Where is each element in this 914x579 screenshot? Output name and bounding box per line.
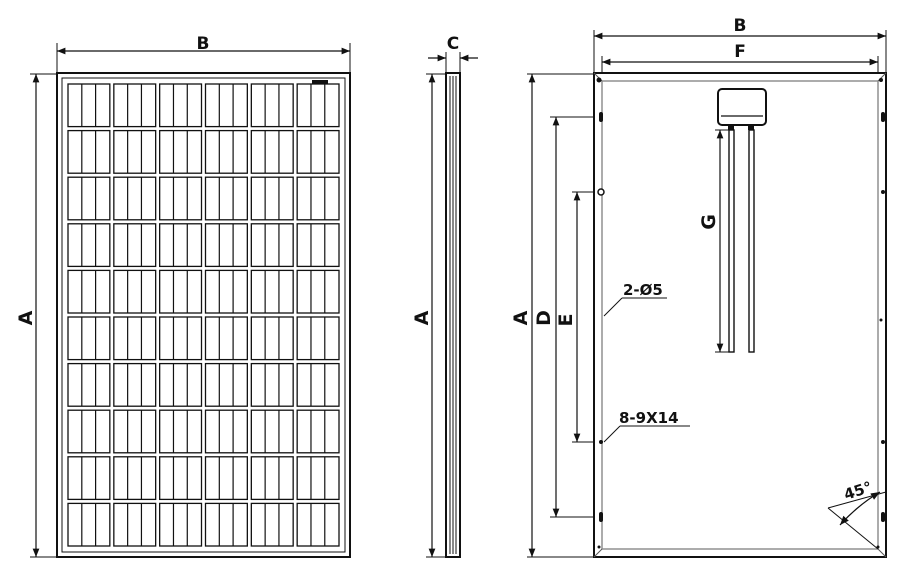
solar-cell bbox=[204, 83, 248, 128]
solar-cell bbox=[250, 502, 294, 547]
mounting-holes bbox=[596, 77, 885, 549]
solar-cell bbox=[67, 502, 111, 547]
side-height-label: A bbox=[411, 310, 433, 325]
solar-cell bbox=[204, 176, 248, 221]
solar-cell bbox=[204, 456, 248, 501]
solar-cell bbox=[296, 362, 340, 407]
solar-cell bbox=[67, 269, 111, 314]
solar-cell bbox=[204, 502, 248, 547]
solar-cell bbox=[113, 176, 157, 221]
solar-cell bbox=[250, 83, 294, 128]
solar-cell bbox=[250, 223, 294, 268]
front-view: B A bbox=[15, 34, 351, 558]
solar-cell bbox=[113, 502, 157, 547]
junction-box bbox=[717, 88, 767, 130]
solar-cell bbox=[250, 176, 294, 221]
solar-cell bbox=[250, 269, 294, 314]
solar-cell bbox=[67, 83, 111, 128]
solar-cell bbox=[113, 362, 157, 407]
solar-cell bbox=[250, 316, 294, 361]
solar-cell bbox=[159, 316, 203, 361]
front-width-label: B bbox=[197, 34, 210, 54]
solar-cell bbox=[250, 362, 294, 407]
back-width-label: B bbox=[734, 16, 747, 36]
solar-cell bbox=[250, 409, 294, 454]
ground-holes-note: 2-Ø5 bbox=[623, 281, 663, 299]
front-panel-frame bbox=[56, 72, 351, 558]
back-panel-frame bbox=[593, 72, 887, 558]
solar-cell bbox=[204, 223, 248, 268]
front-cell-grid bbox=[67, 83, 340, 547]
solar-cell bbox=[67, 223, 111, 268]
back-mount-span-label: D bbox=[533, 310, 555, 326]
solar-cell bbox=[113, 83, 157, 128]
solar-cell bbox=[67, 409, 111, 454]
mount-holes-note: 8-9X14 bbox=[619, 409, 679, 427]
back-hole-span-label: E bbox=[555, 314, 577, 327]
front-height-label: A bbox=[15, 310, 37, 325]
solar-cell bbox=[159, 176, 203, 221]
solar-cell bbox=[296, 409, 340, 454]
solar-cell bbox=[296, 269, 340, 314]
solar-cell bbox=[296, 176, 340, 221]
back-view: B F A D E bbox=[510, 16, 887, 558]
solar-cell bbox=[296, 502, 340, 547]
solar-cell bbox=[204, 129, 248, 174]
solar-cell bbox=[113, 129, 157, 174]
solar-cell bbox=[250, 456, 294, 501]
solar-cell bbox=[159, 456, 203, 501]
solar-cell bbox=[204, 409, 248, 454]
output-cables bbox=[728, 129, 755, 353]
solar-cell bbox=[204, 269, 248, 314]
solar-cell bbox=[250, 129, 294, 174]
solar-cell bbox=[159, 502, 203, 547]
solar-cell bbox=[67, 316, 111, 361]
solar-cell bbox=[113, 223, 157, 268]
solar-cell bbox=[159, 269, 203, 314]
solar-cell bbox=[204, 316, 248, 361]
solar-cell bbox=[159, 129, 203, 174]
solar-cell bbox=[159, 409, 203, 454]
back-height-label: A bbox=[510, 310, 532, 325]
back-inner-width-label: F bbox=[734, 42, 746, 62]
solar-cell bbox=[296, 129, 340, 174]
solar-cell bbox=[113, 409, 157, 454]
cable-length-label: G bbox=[698, 214, 720, 230]
solar-cell bbox=[113, 456, 157, 501]
solar-cell bbox=[159, 223, 203, 268]
solar-cell bbox=[296, 316, 340, 361]
side-thickness-label: C bbox=[447, 34, 459, 54]
solar-cell bbox=[113, 269, 157, 314]
solar-cell bbox=[296, 456, 340, 501]
solar-cell bbox=[296, 223, 340, 268]
solar-cell bbox=[67, 362, 111, 407]
solar-cell bbox=[67, 456, 111, 501]
solar-cell bbox=[159, 362, 203, 407]
solar-cell bbox=[67, 176, 111, 221]
solar-cell bbox=[113, 316, 157, 361]
solar-cell bbox=[204, 362, 248, 407]
solar-cell bbox=[67, 129, 111, 174]
solar-cell bbox=[159, 83, 203, 128]
solar-cell bbox=[296, 83, 340, 128]
side-view: C A bbox=[411, 34, 478, 558]
back-panel-inner-frame bbox=[601, 80, 879, 550]
